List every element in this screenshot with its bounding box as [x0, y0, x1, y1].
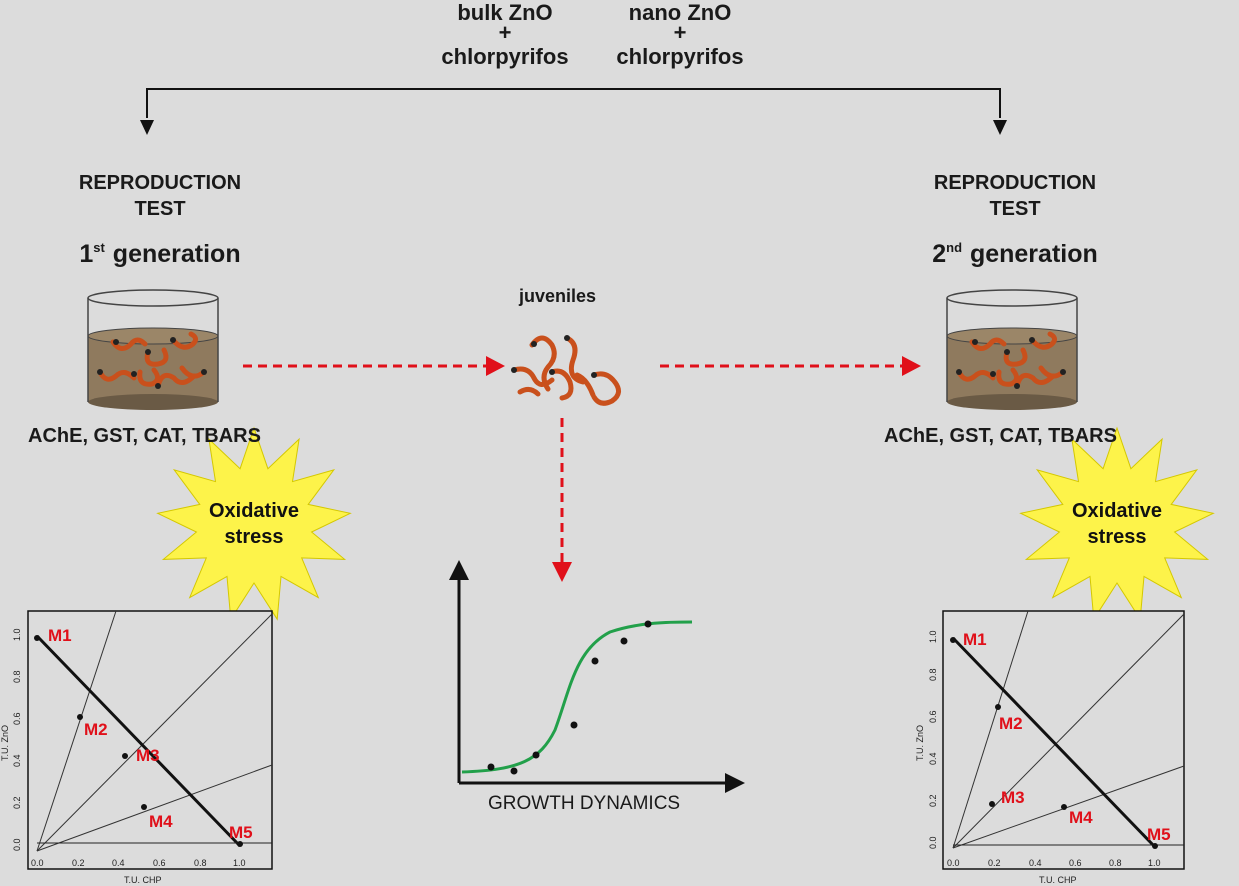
- svg-text:0.0: 0.0: [928, 836, 938, 849]
- svg-text:0.4: 0.4: [1029, 858, 1042, 868]
- svg-text:0.2: 0.2: [928, 794, 938, 807]
- label-m5: M5: [1147, 825, 1171, 844]
- additivity-line: [35, 634, 242, 848]
- second-generation-title: 2nd generation: [932, 240, 1098, 268]
- label-m2: M2: [999, 714, 1023, 733]
- worms-icon: [97, 331, 207, 389]
- svg-text:0.6: 0.6: [12, 712, 22, 725]
- enzymes-left: AChE, GST, CAT, TBARS: [28, 425, 261, 447]
- svg-text:0.2: 0.2: [12, 796, 22, 809]
- label-m1: M1: [48, 626, 72, 645]
- svg-text:0.6: 0.6: [153, 858, 166, 868]
- svg-text:1.0: 1.0: [12, 628, 22, 641]
- worms-icon: [956, 331, 1066, 389]
- label-m5: M5: [229, 823, 253, 842]
- oxidative-stress-right-text: Oxidative stress: [1071, 500, 1163, 548]
- svg-text:0.4: 0.4: [12, 754, 22, 767]
- svg-text:0.0: 0.0: [31, 858, 44, 868]
- arrow-head-left: [140, 120, 154, 135]
- growth-dynamics-plot: [449, 560, 745, 793]
- x-axis-label: T.U. CHP: [1039, 875, 1077, 885]
- svg-text:0.4: 0.4: [112, 858, 125, 868]
- growth-curve: [461, 620, 693, 774]
- svg-text:0.4: 0.4: [928, 752, 938, 765]
- bulk-zno-treatment-label: bulk ZnO + chlorpyrifos: [441, 0, 569, 69]
- svg-text:1.0: 1.0: [1148, 858, 1161, 868]
- x-axis-arrow: [725, 773, 745, 793]
- x-axis-label: T.U. CHP: [124, 875, 162, 885]
- label-m4: M4: [1069, 808, 1093, 827]
- x-tick-labels: 0.0 0.2 0.4 0.6 0.8 1.0: [947, 858, 1161, 868]
- red-dashed-arrows: [243, 356, 921, 582]
- additivity-line: [951, 636, 1157, 849]
- mixture-points: [34, 635, 243, 847]
- isobologram-right: M1 M2 M3 M4 M5 0.0 0.2 0.4 0.6 0.8 1.0 0…: [915, 610, 1185, 885]
- ray-lines: [952, 610, 1185, 849]
- juveniles-label: juveniles: [519, 286, 597, 306]
- svg-text:0.6: 0.6: [928, 710, 938, 723]
- beaker-second-generation: [946, 289, 1078, 410]
- y-tick-labels: 0.0 0.2 0.4 0.6 0.8 1.0: [928, 630, 938, 849]
- ray-lines: [36, 610, 273, 852]
- split-connector: [140, 88, 1007, 135]
- label-m3: M3: [136, 746, 160, 765]
- reproduction-test-left: REPRODUCTION TEST: [78, 172, 242, 220]
- oxidative-stress-left-text: Oxidative stress: [208, 500, 300, 548]
- svg-text:0.2: 0.2: [988, 858, 1001, 868]
- worm-heads: [97, 337, 207, 389]
- svg-text:1.0: 1.0: [233, 858, 246, 868]
- label-m2: M2: [84, 720, 108, 739]
- arrow-head-right: [993, 120, 1007, 135]
- mixture-points: [950, 637, 1158, 849]
- svg-text:0.2: 0.2: [72, 858, 85, 868]
- svg-text:1.0: 1.0: [928, 630, 938, 643]
- first-generation-title: 1st generation: [79, 240, 241, 268]
- label-m4: M4: [149, 812, 173, 831]
- svg-text:0.6: 0.6: [1069, 858, 1082, 868]
- nano-zno-treatment-label: nano ZnO + chlorpyrifos: [616, 0, 744, 69]
- svg-text:0.8: 0.8: [194, 858, 207, 868]
- y-axis-label: T.U. ZnO: [915, 725, 925, 761]
- reproduction-test-right: REPRODUCTION TEST: [933, 172, 1097, 220]
- svg-text:0.0: 0.0: [947, 858, 960, 868]
- y-tick-labels: 0.0 0.2 0.4 0.6 0.8 1.0: [12, 628, 22, 851]
- growth-dynamics-label: GROWTH DYNAMICS: [488, 793, 681, 814]
- growth-data-points: [487, 620, 652, 775]
- svg-text:0.0: 0.0: [12, 838, 22, 851]
- y-axis-label: T.U. ZnO: [0, 725, 10, 761]
- svg-text:0.8: 0.8: [928, 668, 938, 681]
- juvenile-worms-icon: [511, 335, 621, 406]
- oxidative-stress-star-right: [1019, 426, 1215, 621]
- label-m1: M1: [963, 630, 987, 649]
- enzymes-right: AChE, GST, CAT, TBARS: [884, 425, 1117, 447]
- beaker-first-generation: [87, 289, 219, 410]
- y-axis-arrow: [449, 560, 469, 580]
- label-m3: M3: [1001, 788, 1025, 807]
- isobologram-left: M1 M2 M3 M4 M5 0.0 0.2 0.4 0.6 0.8 1.0 0…: [0, 610, 273, 885]
- oxidative-stress-star-left: [156, 426, 352, 621]
- svg-text:0.8: 0.8: [12, 670, 22, 683]
- x-tick-labels: 0.0 0.2 0.4 0.6 0.8 1.0: [31, 858, 246, 868]
- svg-text:0.8: 0.8: [1109, 858, 1122, 868]
